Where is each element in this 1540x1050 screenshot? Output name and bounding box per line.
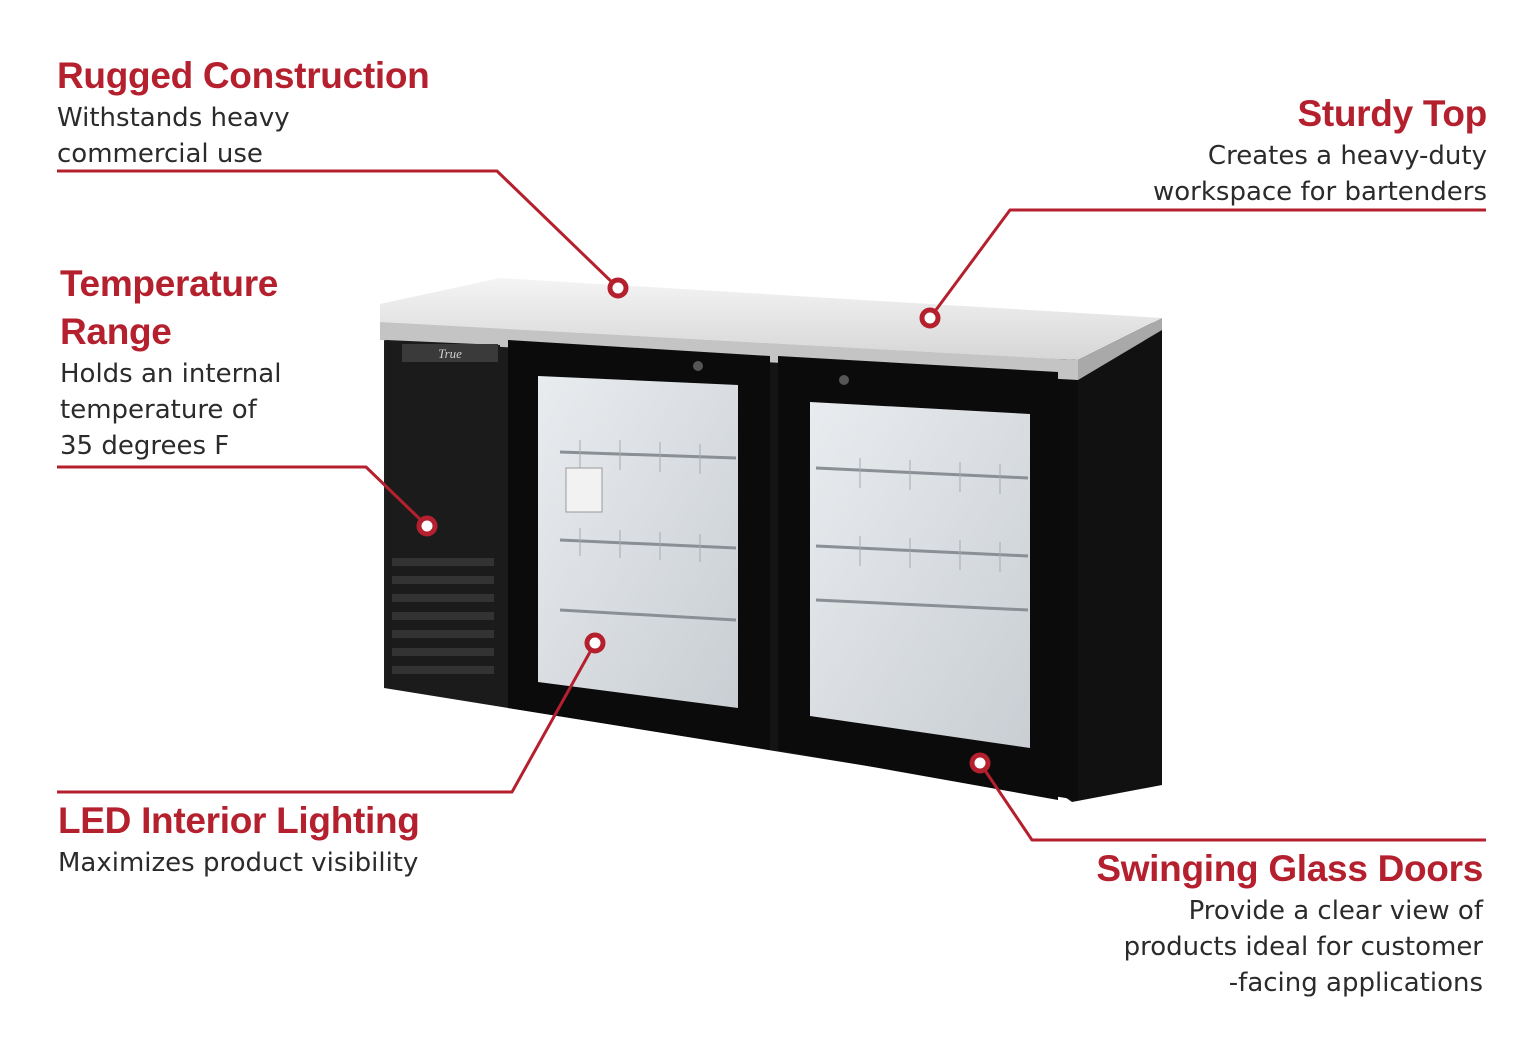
- rugged-construction-dot: [607, 277, 629, 299]
- callout-lines: [57, 169, 1486, 842]
- sturdy-top-leader: [928, 208, 1486, 319]
- cabinet-side: [1058, 322, 1162, 802]
- feature-temperature-range: Temperature Range Holds an internal temp…: [60, 260, 360, 464]
- feature-led-interior-lighting: LED Interior Lighting Maximizes product …: [58, 797, 518, 881]
- feature-title: Rugged Construction: [57, 55, 430, 96]
- temperature-range-dot: [416, 515, 438, 537]
- feature-title: Sturdy Top: [1297, 93, 1487, 134]
- glass-doors-leader: [978, 762, 1486, 842]
- feature-description: Maximizes product visibility: [58, 848, 419, 878]
- feature-description: Withstands heavy commercial use: [57, 103, 290, 169]
- compressor-panel: True: [386, 340, 500, 705]
- temperature-range-leader: [57, 465, 429, 528]
- rugged-construction-leader: [57, 169, 620, 290]
- feature-description: Creates a heavy-duty workspace for barte…: [1152, 141, 1487, 207]
- feature-title: Swinging Glass Doors: [1096, 848, 1483, 889]
- glass-doors-dot: [969, 752, 991, 774]
- sturdy-top-dot: [919, 307, 941, 329]
- led-lighting-dot: [584, 632, 606, 654]
- led-lighting-leader: [57, 642, 597, 794]
- vent-louvers: [392, 558, 494, 674]
- feature-description: Holds an internal temperature of 35 degr…: [60, 359, 282, 461]
- left-glass-door: [508, 340, 770, 750]
- callout-dots: [416, 277, 991, 774]
- feature-title: Temperature Range: [60, 263, 279, 352]
- feature-swinging-glass-doors: Swinging Glass Doors Provide a clear vie…: [1020, 845, 1483, 1001]
- brand-logo: True: [438, 346, 462, 361]
- feature-description: Provide a clear view of products ideal f…: [1123, 896, 1483, 998]
- right-glass-door: [778, 356, 1058, 800]
- feature-sturdy-top: Sturdy Top Creates a heavy-duty workspac…: [1060, 90, 1487, 210]
- feature-title: LED Interior Lighting: [58, 800, 420, 841]
- feature-rugged-construction: Rugged Construction Withstands heavy com…: [57, 52, 517, 172]
